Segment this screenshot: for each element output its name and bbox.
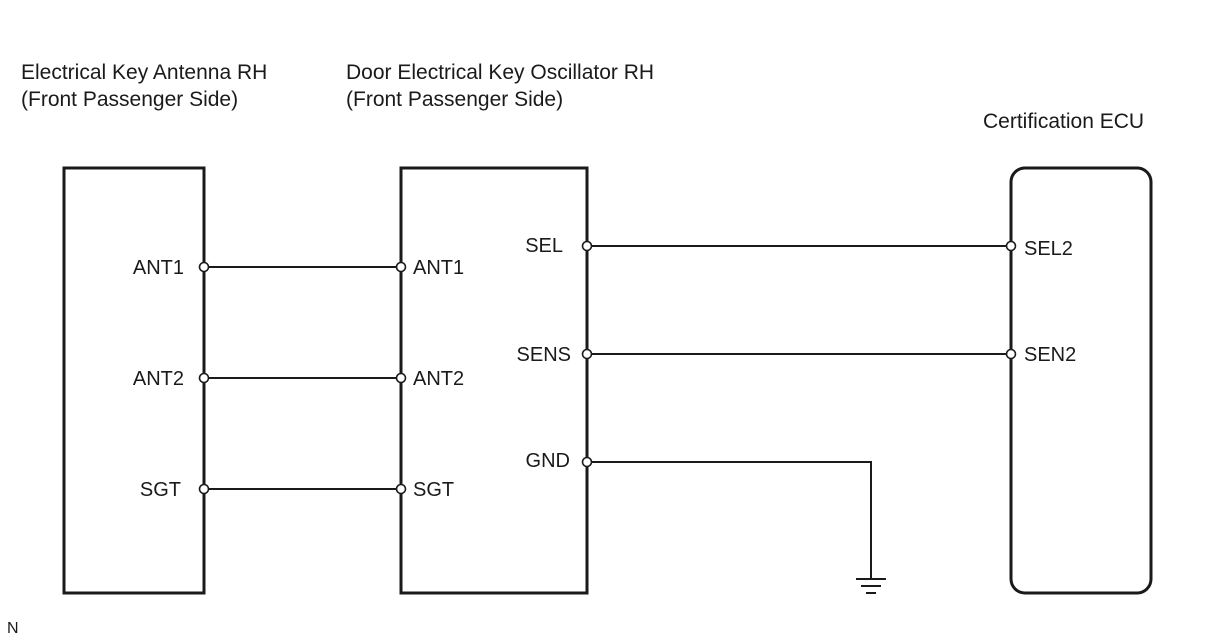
label-oscillator-sgt: SGT (413, 479, 454, 501)
terminal-oscillator-sens (581, 348, 593, 360)
label-antenna-ant1: ANT1 (133, 257, 184, 279)
oscillator-box (399, 166, 589, 595)
terminal-ecu-sel2 (1005, 240, 1017, 252)
ecu-name: Certification ECU (983, 110, 1145, 133)
antenna-subtitle: (Front Passenger Side) (21, 88, 239, 111)
terminal-oscillator-ant2 (395, 372, 407, 384)
label-oscillator-sens: SENS (517, 344, 571, 366)
terminal-oscillator-sel (581, 240, 593, 252)
ground-icon (856, 578, 886, 594)
terminal-antenna-sgt (198, 483, 210, 495)
oscillator-name: Door Electrical Key Oscillator RH (346, 61, 655, 84)
terminal-oscillator-sgt (395, 483, 407, 495)
label-ecu-sen2: SEN2 (1024, 344, 1076, 366)
wire-gnd (587, 461, 872, 578)
label-antenna-ant2: ANT2 (133, 368, 184, 390)
antenna-name: Electrical Key Antenna RH (21, 61, 268, 84)
oscillator-subtitle: (Front Passenger Side) (346, 88, 564, 111)
ecu-title: Certification ECU (983, 108, 1144, 135)
terminal-antenna-ant2 (198, 372, 210, 384)
label-oscillator-ant1: ANT1 (413, 257, 464, 279)
label-ecu-sel2: SEL2 (1024, 238, 1073, 260)
terminal-oscillator-gnd (581, 456, 593, 468)
terminal-antenna-ant1 (198, 261, 210, 273)
label-antenna-sgt: SGT (140, 479, 181, 501)
antenna-title: Electrical Key Antenna RH (Front Passeng… (21, 59, 267, 113)
corner-code: N (7, 620, 19, 637)
label-oscillator-gnd: GND (526, 450, 570, 472)
ecu-box (1009, 166, 1153, 595)
oscillator-title: Door Electrical Key Oscillator RH (Front… (346, 59, 654, 113)
label-oscillator-sel: SEL (525, 235, 563, 257)
terminal-oscillator-ant1 (395, 261, 407, 273)
label-oscillator-ant2: ANT2 (413, 368, 464, 390)
terminal-ecu-sen2 (1005, 348, 1017, 360)
antenna-box (62, 166, 206, 595)
